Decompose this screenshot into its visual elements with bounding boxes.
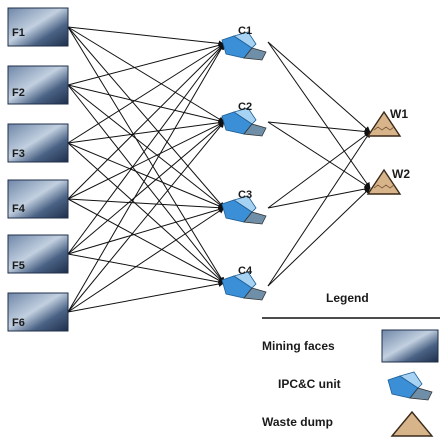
mining-faces-group: F1 F2 F3 F4 F5 F6 [7, 7, 69, 332]
flow-arrow [67, 26, 225, 123]
mining-face-label: F1 [12, 27, 25, 39]
flow-arrow [267, 131, 371, 209]
flow-arrow [67, 253, 225, 285]
flow-arrow [67, 198, 225, 211]
dump-icon [366, 168, 402, 195]
flow-arrow [267, 121, 371, 135]
mining-face-label: F6 [12, 317, 25, 329]
ipcc-unit-node: C2 [221, 101, 267, 137]
flow-arrow [67, 84, 225, 209]
ipcc-unit-label: C4 [238, 265, 253, 277]
flow-arrows [67, 26, 371, 313]
mining-face-label: F2 [12, 87, 25, 99]
crusher-icon [221, 107, 267, 137]
flow-arrow [267, 187, 371, 287]
mining-face-node: F6 [7, 292, 69, 332]
flow-arrow [67, 206, 225, 255]
flow-arrow [267, 131, 371, 287]
flow-arrow [67, 119, 225, 144]
flow-arrow [67, 142, 225, 284]
flow-arrow [67, 121, 225, 200]
flow-arrow [67, 26, 225, 47]
flow-arrow [67, 84, 225, 124]
ipcc-unit-node: C1 [221, 25, 267, 61]
ipcc-unit-node: C3 [221, 189, 267, 225]
flow-arrow [67, 43, 225, 144]
flow-arrow [67, 43, 225, 313]
mining-face-node: F4 [7, 179, 69, 219]
flow-arrow [67, 121, 225, 313]
legend-label-waste-dump: Waste dump [262, 415, 333, 429]
waste-dump-label: W2 [392, 167, 410, 181]
flow-arrow [67, 43, 225, 255]
mining-face-label: F5 [12, 260, 25, 272]
crusher-icon [221, 195, 267, 225]
legend-dump-icon [390, 410, 434, 437]
waste-dumps-group: W1 W2 [366, 107, 410, 195]
waste-dump-node: W2 [366, 167, 410, 195]
flow-arrow [267, 41, 371, 133]
legend-crusher-icon [387, 371, 433, 401]
mining-face-node: F3 [7, 123, 69, 163]
flow-arrow [67, 121, 225, 255]
flow-arrow [267, 41, 371, 189]
flow-arrow [67, 198, 225, 284]
flow-arrow [67, 43, 225, 200]
flow-arrow [67, 84, 225, 284]
legend-label-ipcc-unit: IPC&C unit [278, 377, 341, 391]
legend: Legend Mining faces IPC&C unit Waste dum… [262, 291, 440, 437]
legend-title: Legend [326, 291, 369, 305]
mining-face-label: F4 [12, 203, 26, 215]
mining-face-node: F2 [7, 65, 69, 105]
dump-icon [366, 110, 402, 137]
flow-arrow [67, 42, 225, 86]
flow-arrow [267, 121, 371, 189]
mining-face-node: F5 [7, 234, 69, 274]
ipcc-unit-label: C2 [238, 101, 252, 113]
flow-arrow [267, 186, 371, 209]
ipcc-unit-label: C1 [238, 25, 252, 37]
legend-mining-face-swatch [381, 329, 439, 363]
legend-label-mining-faces: Mining faces [262, 339, 335, 353]
waste-dump-label: W1 [390, 107, 408, 121]
ipcc-unit-label: C3 [238, 189, 252, 201]
mining-face-label: F3 [12, 148, 25, 160]
flow-arrow [67, 207, 225, 313]
mining-face-node: F1 [7, 7, 69, 47]
crusher-icon [221, 271, 267, 301]
crusher-icon [221, 31, 267, 61]
flow-arrow [67, 281, 225, 313]
flow-arrow [67, 26, 225, 209]
flow-arrow [67, 26, 225, 284]
waste-dump-node: W1 [366, 107, 408, 137]
ipcc-unit-node: C4 [221, 265, 267, 301]
flow-arrow [67, 142, 225, 209]
ipcc-units-group: C1 C2 C3 C4 [221, 25, 267, 301]
